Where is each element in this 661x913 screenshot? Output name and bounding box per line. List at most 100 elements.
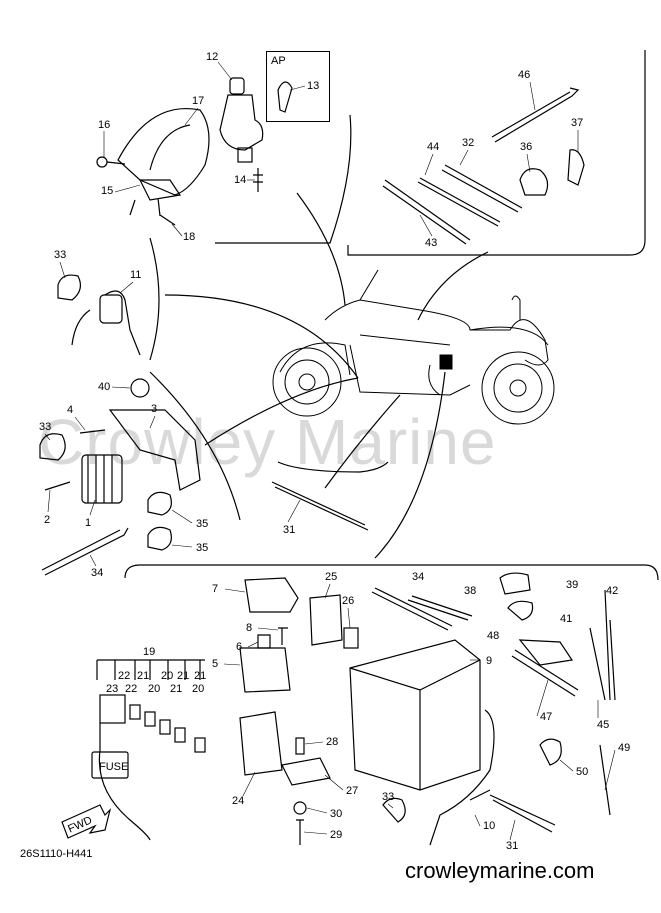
fuse-bracket-lines xyxy=(96,659,205,680)
label-20-c: 20 xyxy=(192,683,204,695)
label-31-mid: 31 xyxy=(283,524,295,536)
label-28: 28 xyxy=(326,736,338,748)
part-29-bolt xyxy=(296,819,304,845)
label-48: 48 xyxy=(487,630,499,642)
part-31-tie-b xyxy=(489,794,556,833)
label-21-a: 21 xyxy=(137,670,149,682)
part-27-bracket xyxy=(281,757,331,786)
part-17-cover xyxy=(117,108,210,196)
label-21-b: 21 xyxy=(177,670,189,682)
label-17: 17 xyxy=(192,95,204,107)
label-13: 13 xyxy=(307,80,319,92)
label-41: 41 xyxy=(560,613,572,625)
part-34-tie-left xyxy=(41,527,129,576)
label-21-c: 21 xyxy=(194,670,206,682)
label-5: 5 xyxy=(212,658,218,670)
label-32: 32 xyxy=(462,137,474,149)
watermark: Crowley Marine xyxy=(38,406,497,478)
label-1: 1 xyxy=(85,517,91,529)
label-26: 26 xyxy=(342,595,354,607)
label-20-b: 20 xyxy=(148,683,160,695)
label-7: 7 xyxy=(212,583,218,595)
label-6: 6 xyxy=(236,641,242,653)
label-38: 38 xyxy=(464,585,476,597)
label-35-b: 35 xyxy=(196,542,208,554)
part-12-switch xyxy=(219,94,264,151)
label-8: 8 xyxy=(246,622,252,634)
leader-low-left xyxy=(204,377,359,446)
part-10-cable xyxy=(429,709,495,846)
fwd-arrow xyxy=(61,804,112,839)
label-40: 40 xyxy=(98,381,110,393)
frame-left-low xyxy=(149,371,241,521)
label-29: 29 xyxy=(330,829,342,841)
label-30: 30 xyxy=(330,808,342,820)
label-3: 3 xyxy=(151,403,157,415)
part-34-tie-right xyxy=(371,587,453,631)
part-32-tie xyxy=(441,164,523,213)
part-7-cover xyxy=(244,577,299,613)
frame-top-right xyxy=(347,50,646,256)
label-46: 46 xyxy=(518,69,530,81)
part-33-clamp xyxy=(39,433,66,461)
part-24-unit xyxy=(239,711,283,776)
label-31-bottom: 31 xyxy=(506,840,518,852)
label-37: 37 xyxy=(571,117,583,129)
part-4-bolt xyxy=(79,429,106,434)
fuse-label: FUSE xyxy=(99,761,128,773)
label-33-bottom: 33 xyxy=(382,791,394,803)
frame-left-mid xyxy=(149,237,160,361)
part-15-bracket xyxy=(129,179,182,217)
part-35-clamp-a xyxy=(147,491,172,516)
part-11-sensor xyxy=(71,290,141,356)
part-37-clip xyxy=(567,149,585,186)
leader-top xyxy=(296,192,346,306)
label-33-top: 33 xyxy=(54,249,66,261)
website-link[interactable]: crowleymarine.com xyxy=(405,858,595,883)
part-43-tie xyxy=(382,179,471,245)
label-18: 18 xyxy=(183,231,195,243)
label-34-left: 34 xyxy=(91,567,103,579)
ap-inset-title: AP xyxy=(271,55,286,67)
part-48-bracket xyxy=(518,639,574,666)
part-8-bolt xyxy=(278,627,288,645)
label-16: 16 xyxy=(98,119,110,131)
part-50-clamp xyxy=(539,738,562,766)
label-34-right: 34 xyxy=(412,571,424,583)
label-25: 25 xyxy=(325,571,337,583)
label-24: 24 xyxy=(232,795,244,807)
part-38-tie xyxy=(407,595,473,621)
label-10: 10 xyxy=(483,820,495,832)
label-4: 4 xyxy=(67,404,73,416)
label-14: 14 xyxy=(234,174,246,186)
part-49-tie xyxy=(599,744,611,816)
part-1-rectifier xyxy=(81,454,123,504)
label-27: 27 xyxy=(346,785,358,797)
leader-31 xyxy=(324,394,401,489)
label-44: 44 xyxy=(427,141,439,153)
label-2: 2 xyxy=(44,514,50,526)
part-3-bracket xyxy=(108,409,201,491)
leader-mid-left xyxy=(164,294,359,379)
part-5-relay xyxy=(239,647,291,693)
frame-top-left xyxy=(215,114,352,244)
leader-bottom xyxy=(374,371,446,559)
part-13-key xyxy=(277,81,293,113)
part-35-clamp-b xyxy=(147,526,172,551)
part-33-clamp-b xyxy=(382,797,406,823)
part-41-clamp xyxy=(507,600,534,621)
part-23-fuse-holder xyxy=(99,694,126,724)
label-45: 45 xyxy=(597,719,609,731)
part-9-battery xyxy=(349,639,481,791)
part-31-tie xyxy=(271,481,369,531)
label-12: 12 xyxy=(206,51,218,63)
label-23: 23 xyxy=(106,683,118,695)
label-20-a: 20 xyxy=(161,670,173,682)
label-22-a: 22 xyxy=(118,670,130,682)
motorcycle xyxy=(272,269,555,425)
label-43: 43 xyxy=(425,237,437,249)
label-36: 36 xyxy=(520,141,532,153)
part-25-box xyxy=(309,594,343,646)
diagram-code: 26S1110-H441 xyxy=(20,848,93,860)
